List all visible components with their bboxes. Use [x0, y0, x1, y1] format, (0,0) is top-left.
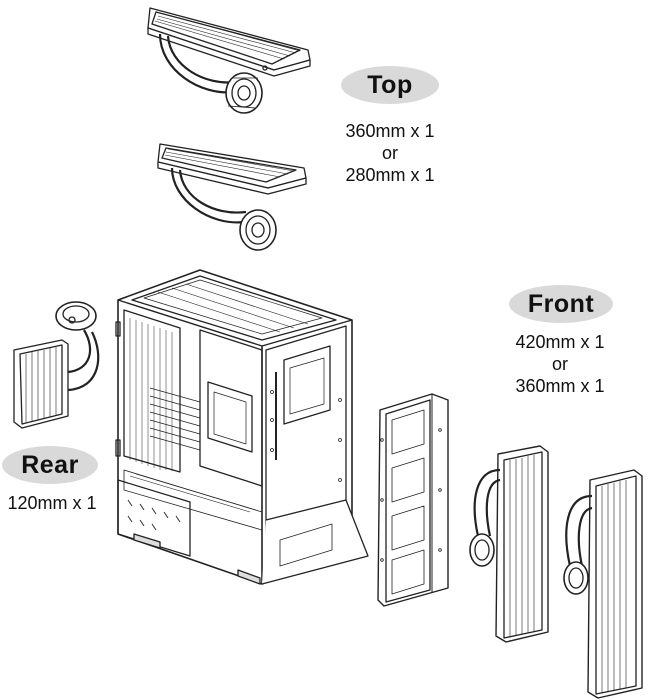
rear-label: Rear — [2, 446, 98, 484]
front-spec-line-2: or — [551, 354, 568, 374]
front-label: Front — [509, 285, 613, 323]
top-label: Top — [341, 66, 439, 104]
top-spec-line-2: or — [381, 143, 398, 163]
top-spec-line-3: 280mm x 1 — [345, 165, 435, 185]
rear-spec: 120mm x 1 — [0, 492, 104, 514]
top-spec: 360mm x 1 or 280mm x 1 — [330, 120, 450, 186]
front-title: Front — [527, 289, 595, 318]
front-spec-line-3: 360mm x 1 — [515, 376, 605, 396]
top-radiator-280 — [157, 143, 307, 251]
top-spec-line-1: 360mm x 1 — [345, 121, 435, 141]
rear-spec-line-1: 120mm x 1 — [7, 493, 97, 513]
rear-title: Rear — [21, 450, 79, 479]
front-radiator-360 — [469, 445, 549, 643]
front-radiator-bracket — [377, 393, 449, 607]
rear-radiator-120 — [13, 301, 100, 429]
top-radiator-360 — [147, 7, 311, 114]
pc-case — [115, 269, 369, 585]
front-radiator-420 — [563, 469, 643, 699]
top-title: Top — [367, 70, 413, 99]
front-spec: 420mm x 1 or 360mm x 1 — [500, 331, 620, 397]
front-spec-line-1: 420mm x 1 — [515, 332, 605, 352]
